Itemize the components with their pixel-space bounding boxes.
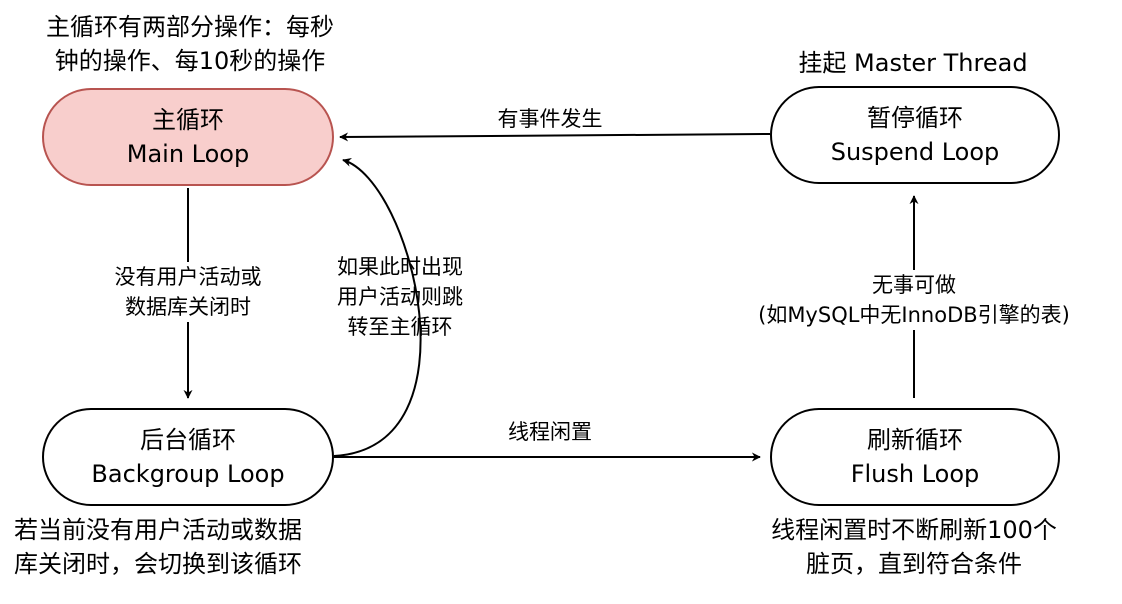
node-background-loop-subtitle: Backgroup Loop xyxy=(91,460,285,488)
label-main-to-background-line2: 数据库关闭时 xyxy=(125,295,251,319)
label-background-to-main-line1: 如果此时出现 xyxy=(337,255,463,279)
node-suspend-loop-title: 暂停循环 xyxy=(867,104,963,132)
node-background-loop: 后台循环 Backgroup Loop xyxy=(42,408,334,506)
label-suspend-to-main-text: 有事件发生 xyxy=(497,107,603,131)
node-flush-loop-title: 刷新循环 xyxy=(867,426,963,454)
note-suspend-loop: 挂起 Master Thread xyxy=(740,46,1086,80)
node-main-loop: 主循环 Main Loop xyxy=(42,88,334,186)
note-background-loop-line2: 库关闭时，会切换到该循环 xyxy=(14,550,302,578)
label-main-to-background-line1: 没有用户活动或 xyxy=(114,265,262,289)
node-suspend-loop-subtitle: Suspend Loop xyxy=(830,138,1000,166)
edge-suspend-to-main xyxy=(339,132,771,142)
note-main-loop-line1: 主循环有两部分操作：每秒 xyxy=(46,13,334,41)
edge-background-to-main xyxy=(333,157,422,457)
note-flush-loop-line1: 线程闲置时不断刷新100个 xyxy=(771,516,1057,544)
label-flush-to-suspend: 无事可做 (如MySQL中无InnoDB引擎的表) xyxy=(702,270,1122,330)
note-flush-loop-line2: 脏页，直到符合条件 xyxy=(806,550,1022,578)
label-flush-to-suspend-line2: (如MySQL中无InnoDB引擎的表) xyxy=(758,303,1070,327)
label-background-to-main-line3: 转至主循环 xyxy=(347,315,453,339)
node-flush-loop-subtitle: Flush Loop xyxy=(850,460,980,488)
node-suspend-loop: 暂停循环 Suspend Loop xyxy=(770,86,1060,184)
node-background-loop-title: 后台循环 xyxy=(140,426,236,454)
note-suspend-loop-text: 挂起 Master Thread xyxy=(798,49,1028,77)
label-main-to-background: 没有用户活动或 数据库关闭时 xyxy=(78,262,298,322)
node-main-loop-title: 主循环 xyxy=(152,106,224,134)
note-background-loop: 若当前没有用户活动或数据 库关闭时，会切换到该循环 xyxy=(14,513,374,581)
note-main-loop-line2: 钟的操作、每10秒的操作 xyxy=(54,47,326,75)
node-main-loop-subtitle: Main Loop xyxy=(126,140,250,168)
label-background-to-main-line2: 用户活动则跳 xyxy=(337,285,463,309)
note-flush-loop: 线程闲置时不断刷新100个 脏页，直到符合条件 xyxy=(734,513,1094,581)
label-background-to-flush: 线程闲置 xyxy=(470,417,630,447)
label-background-to-main: 如果此时出现 用户活动则跳 转至主循环 xyxy=(320,252,480,342)
label-suspend-to-main: 有事件发生 xyxy=(470,104,630,134)
node-flush-loop: 刷新循环 Flush Loop xyxy=(770,408,1060,506)
note-main-loop: 主循环有两部分操作：每秒 钟的操作、每10秒的操作 xyxy=(8,10,372,78)
note-background-loop-line1: 若当前没有用户活动或数据 xyxy=(14,516,302,544)
label-flush-to-suspend-line1: 无事可做 xyxy=(872,273,956,297)
label-background-to-flush-text: 线程闲置 xyxy=(508,420,592,444)
